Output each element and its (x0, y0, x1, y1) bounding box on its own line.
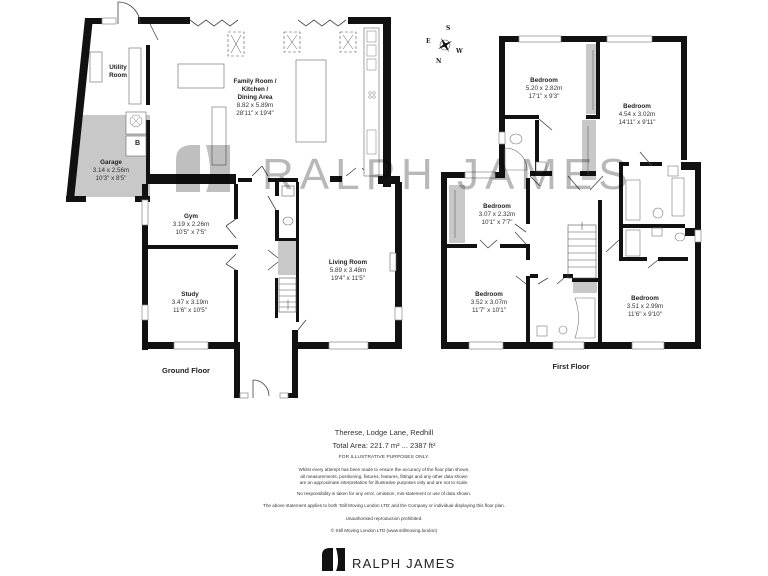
utility-sink (89, 51, 103, 83)
room-label-bedroom-3: Bedroom 3.07 x 2.32m 10'1" x 7'7" (478, 203, 516, 226)
first-floor-label: First Floor (552, 362, 590, 371)
garage-area (68, 115, 150, 197)
bath (625, 179, 641, 221)
disclaimer: Whilst every attempt has been made to en… (298, 467, 470, 486)
room-label-gym: Gym 3.19 x 2.26m 10'5" x 7'5" (172, 213, 210, 236)
boiler-unit (125, 111, 147, 135)
toilet (509, 133, 523, 145)
room-label-bedroom-1: Bedroom 5.20 x 2.82m 17'1" x 9'3" (525, 77, 563, 100)
brand-name: RALPH JAMES (352, 556, 456, 571)
property-address: Therese, Lodge Lane, Redhill (334, 428, 434, 437)
sofa (211, 106, 227, 166)
room-label-bedroom-4: Bedroom 3.52 x 3.07m 11'7" x 10'1" (470, 291, 508, 314)
room-label-living-room: Living Room 5.89 x 3.48m 19'4" x 11'5" (328, 259, 368, 282)
first-floor-plan (441, 35, 702, 350)
no-responsibility-notice: No responsibility is taken for any error… (296, 491, 472, 496)
watermark-logo-icon (176, 145, 230, 192)
first-floor-bath (574, 297, 596, 339)
room-label-bedroom-2: Bedroom 4.54 x 3.02m 14'11" x 9'11" (618, 103, 656, 126)
statement-notice: The above statement applies to both 'Sti… (263, 503, 505, 508)
boiler-label: B (135, 140, 141, 147)
brand-logo-icon (322, 548, 345, 571)
watermark-text: RALPH JAMES (262, 150, 634, 199)
compass-east-label: E (426, 38, 431, 45)
ground-floor-label: Ground Floor (162, 366, 210, 375)
compass-south-label: S (446, 25, 451, 32)
copyright-notice: © Still Moving London LTD (www.stillmovi… (330, 528, 438, 533)
illustrative-notice: FOR ILLUSTRATIVE PURPOSES ONLY. (338, 455, 430, 460)
wc-toilet (282, 216, 294, 226)
utility-counter (128, 47, 142, 105)
kitchen-counter (363, 27, 380, 177)
ground-floor-plan (66, 1, 403, 399)
fireplace (389, 252, 397, 272)
unauthorised-notice: Unauthorised reproduction prohibited. (345, 516, 423, 521)
kitchen-island (295, 59, 327, 143)
room-label-garage: Garage 3.14 x 2.56m 10'3" x 8'5" (92, 159, 130, 182)
wc-sink (281, 185, 295, 197)
room-label-study: Study 3.47 x 3.19m 11'6" x 10'5" (171, 291, 209, 314)
total-area: Total Area: 221.7 m² ... 2387 ft² (332, 441, 436, 450)
compass-icon (438, 38, 452, 52)
dining-table (177, 63, 225, 89)
room-label-utility: Utility Room (109, 64, 127, 79)
shower-corner (504, 147, 528, 171)
compass-north-label: N (436, 58, 442, 65)
room-label-bedroom-5: Bedroom 3.51 x 2.99m 11'6" x 9'10" (626, 295, 664, 318)
room-label-family-room: Family Room / Kitchen / Dining Area 8.82… (233, 78, 277, 117)
compass-west-label: W (456, 48, 463, 55)
